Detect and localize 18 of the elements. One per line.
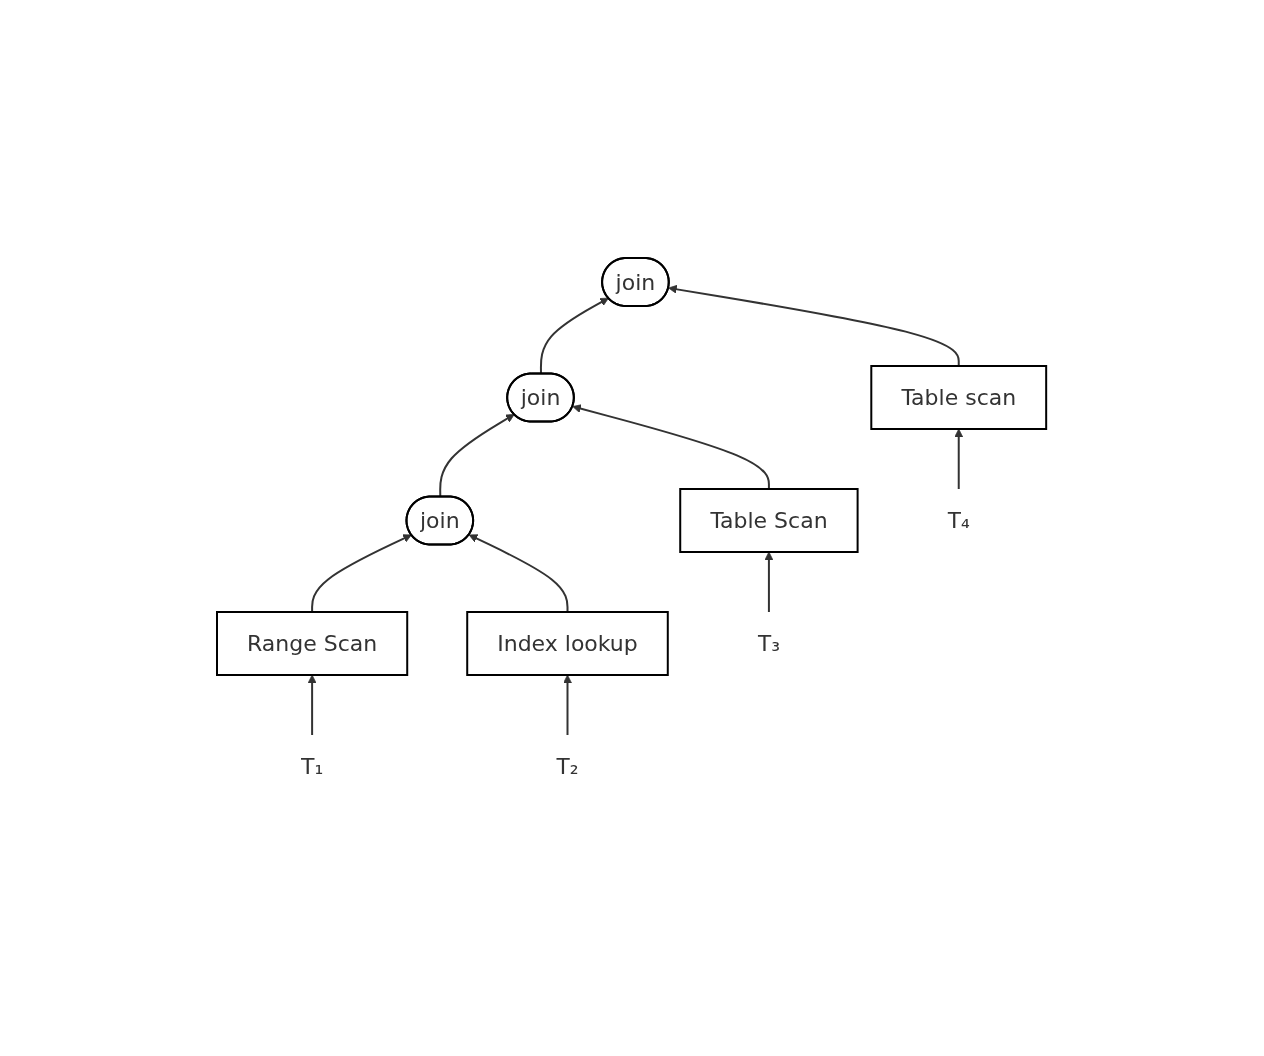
- node-box: Index lookup: [466, 611, 670, 676]
- arrow: [563, 674, 573, 736]
- node-text: T₁: [301, 754, 324, 779]
- arrow: [439, 414, 515, 498]
- arrow: [764, 551, 774, 613]
- arrow: [668, 284, 961, 367]
- arrow: [540, 297, 610, 375]
- node-text: T₃: [758, 631, 781, 656]
- node-text: T₄: [948, 508, 971, 533]
- arrow: [308, 674, 317, 736]
- arrow: [311, 534, 413, 613]
- arrow: [469, 534, 569, 613]
- node-box: Table scan: [870, 365, 1048, 430]
- node-box: Table Scan: [679, 488, 859, 553]
- node-box: Range Scan: [216, 611, 409, 676]
- arrow: [572, 404, 771, 490]
- arrow: [954, 428, 964, 490]
- node-text: T₂: [556, 754, 580, 779]
